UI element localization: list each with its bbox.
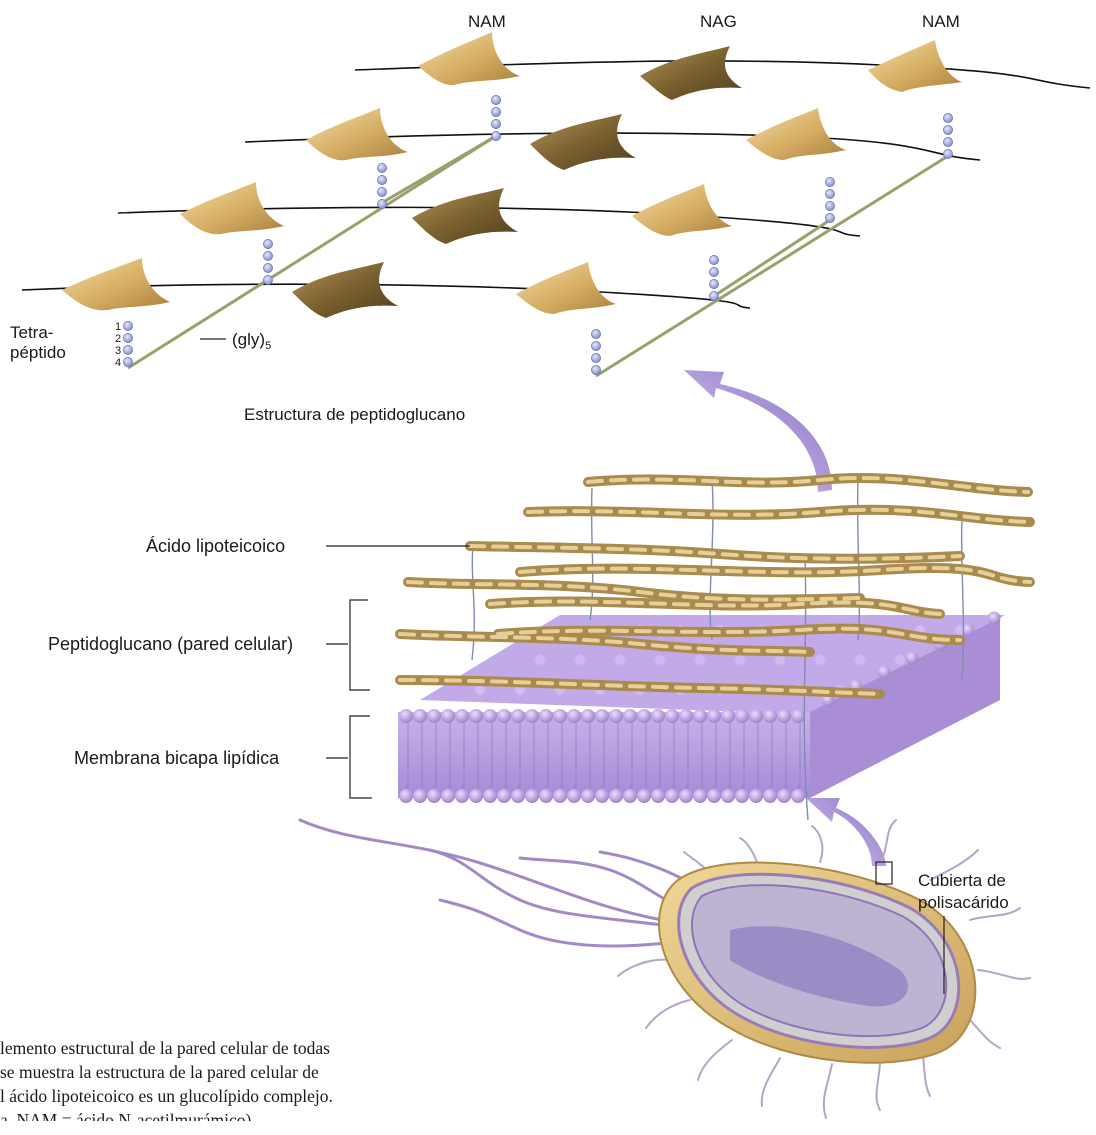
- gly-label: (gly)5: [232, 330, 271, 352]
- zoom-arrow-upper: [684, 370, 832, 492]
- peptidoglycan-structure: NAM NAG NAM Tetra- péptido 1 2 3 4 (gly)…: [10, 12, 1090, 424]
- bead-chain: [123, 321, 132, 366]
- nag-sugar: [412, 188, 518, 244]
- nag-sugar: [640, 46, 742, 100]
- structure-title: Estructura de peptidoglucano: [244, 405, 465, 424]
- residue-number-1: 1: [115, 321, 121, 333]
- capsule-label-line1: Cubierta de: [918, 871, 1006, 890]
- nam-sugar: [632, 184, 732, 236]
- peptidoglycan-label: Peptidoglucano (pared celular): [48, 634, 293, 654]
- nam-sugar: [746, 108, 846, 160]
- residue-number-4: 4: [115, 357, 121, 369]
- caption-line-3: l ácido lipoteicoico es un glucolípido c…: [0, 1086, 333, 1107]
- membrane-label: Membrana bicapa lipídica: [74, 748, 280, 768]
- bead-chain: [591, 329, 600, 374]
- bead-chain: [825, 177, 834, 222]
- gly-text: (gly): [232, 330, 265, 349]
- bacterium: Cubierta de polisacárido: [300, 820, 1030, 1118]
- tetrapeptide-label-line2: péptido: [10, 343, 66, 362]
- bead-chain: [943, 113, 952, 158]
- caption-line-2: se muestra la estructura de la pared cel…: [0, 1062, 319, 1083]
- nam-label-left: NAM: [468, 12, 506, 31]
- nag-sugar: [292, 262, 398, 318]
- tetrapeptide-label-line1: Tetra-: [10, 323, 53, 342]
- nam-sugar: [306, 108, 408, 160]
- nag-label: NAG: [700, 12, 737, 31]
- bead-chain: [709, 255, 718, 300]
- membrane-bracket: [350, 716, 372, 798]
- residue-number-2: 2: [115, 333, 121, 345]
- bead-chain: [377, 163, 386, 208]
- nam-sugar: [418, 32, 520, 85]
- flagella: [300, 820, 716, 946]
- caption-line-1: lemento estructural de la pared celular …: [0, 1038, 330, 1059]
- gly-subscript: 5: [265, 340, 271, 352]
- nag-sugar: [530, 114, 636, 170]
- capsule-label-line2: polisacárido: [918, 893, 1009, 912]
- peptidoglycan-bracket: [350, 600, 370, 690]
- cell-wall-stack: Ácido lipoteicoico Peptidoglucano (pared…: [48, 478, 1030, 820]
- nam-label-right: NAM: [922, 12, 960, 31]
- lipoteichoic-label: Ácido lipoteicoico: [146, 536, 285, 556]
- bead-chain: [263, 239, 272, 284]
- nam-sugar: [62, 258, 170, 310]
- nam-sugar: [868, 40, 962, 92]
- bead-chain: [491, 95, 500, 140]
- glycan-strands: [22, 61, 1090, 308]
- nam-sugar: [516, 262, 616, 314]
- residue-number-3: 3: [115, 345, 121, 357]
